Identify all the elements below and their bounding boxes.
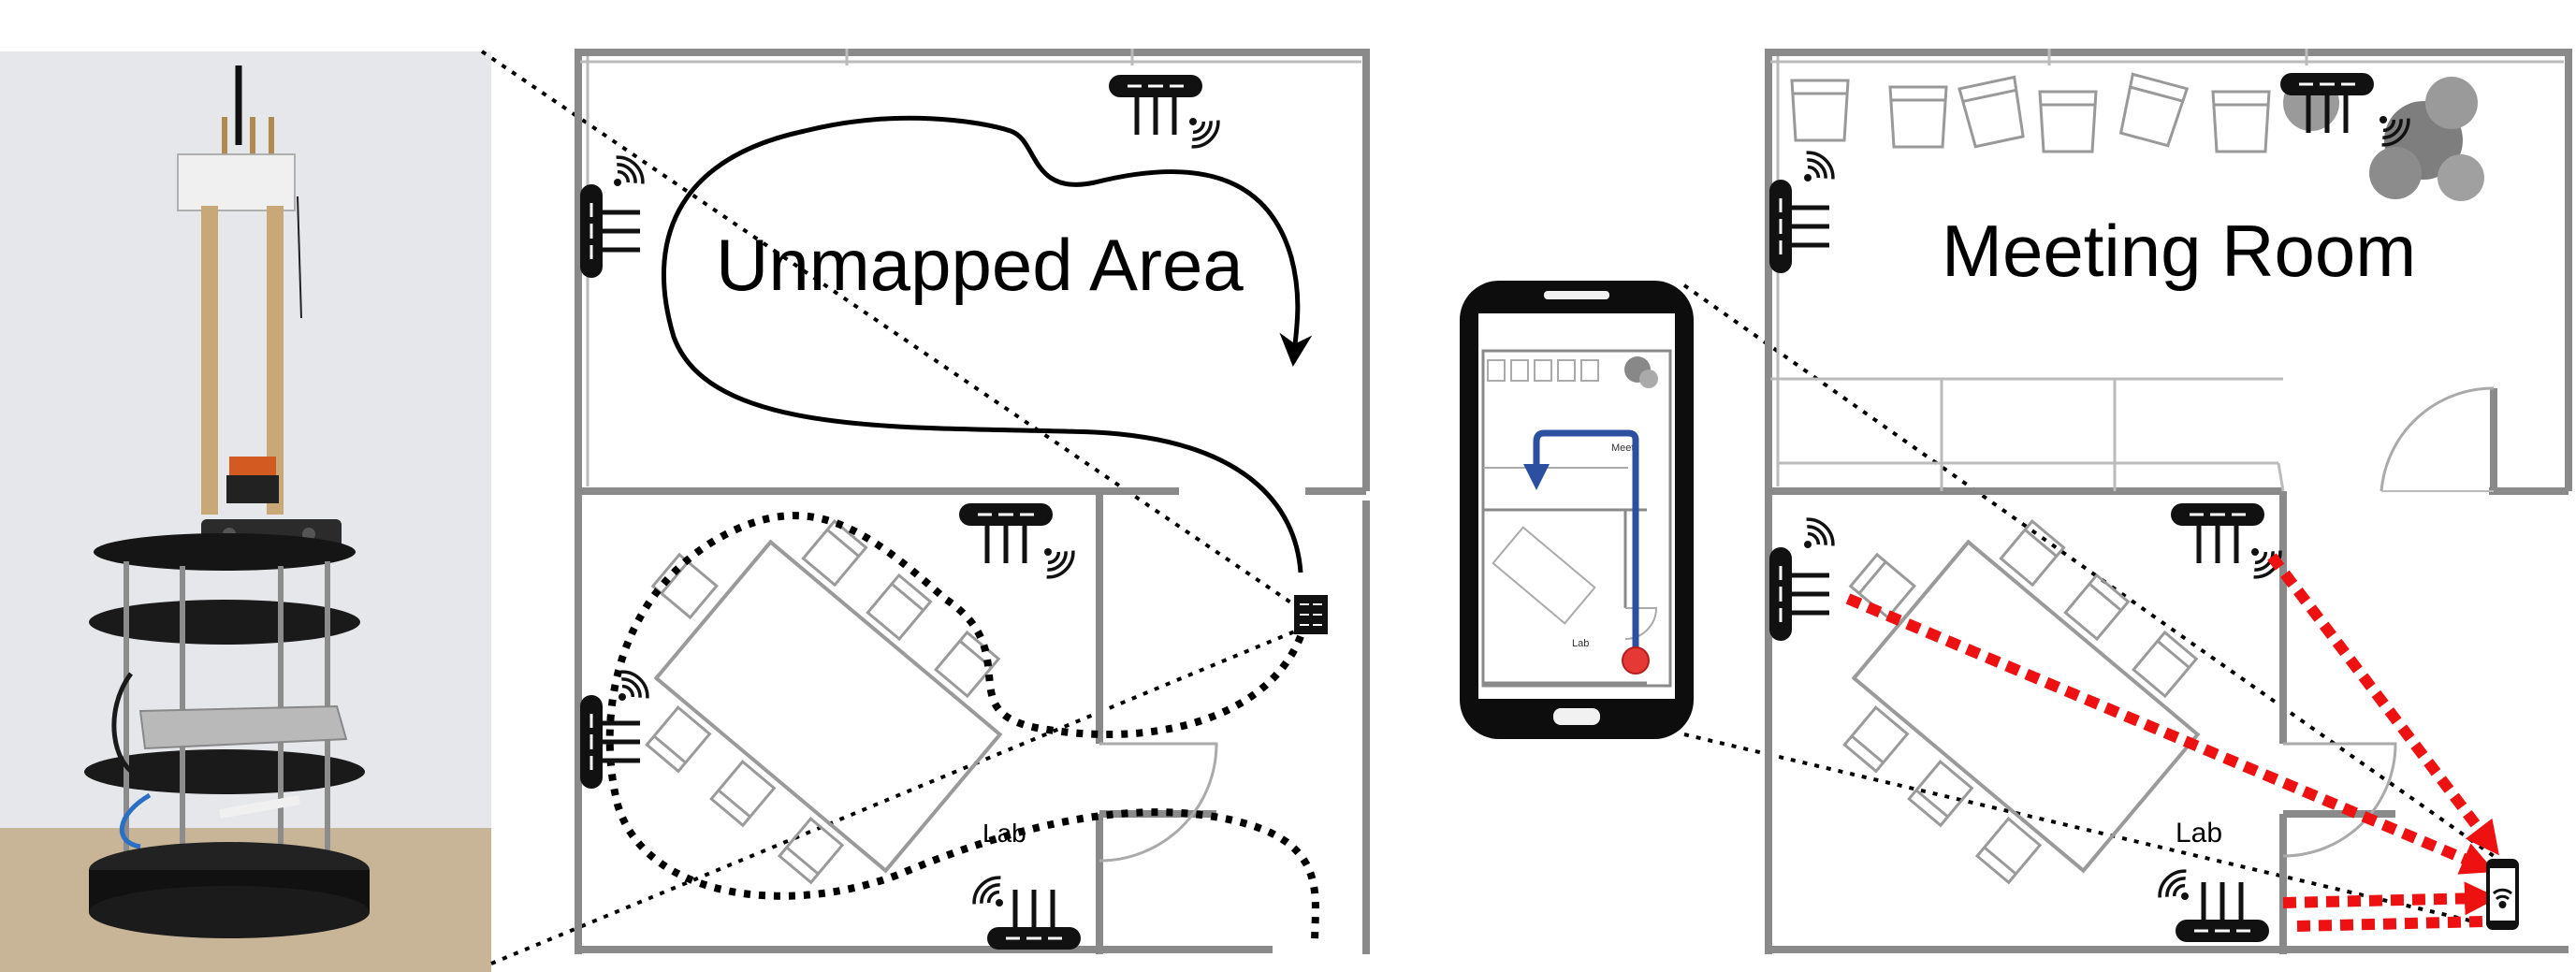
wifi-router-icon (1769, 145, 1841, 273)
wifi-router-icon (1109, 75, 1226, 154)
smartphone-icon: Meeti Lab (1460, 281, 1694, 739)
wifi-router-icon (2152, 863, 2269, 942)
wifi-signal-icon (2492, 888, 2513, 908)
wifi-router-icon (1769, 512, 1841, 641)
phone-lab-label: Lab (1572, 638, 1589, 649)
meeting-chairs (1790, 72, 2271, 153)
wifi-router-icon (967, 870, 1081, 950)
robot-marker (1294, 595, 1328, 634)
signal-rays (1845, 553, 2499, 932)
receiver-phone-icon (2486, 859, 2519, 930)
wifi-router-icon (959, 503, 1081, 585)
wifi-router-icon (2171, 503, 2288, 585)
phone-zoom-lines (1682, 283, 2496, 928)
robot-photo (0, 51, 491, 972)
lab-label-right: Lab (2176, 818, 2222, 849)
phone-meeting-label: Meeti (1611, 442, 1637, 454)
left-floor-plan: Lab (575, 49, 1370, 954)
meeting-room-label: Meeting Room (1942, 210, 2416, 292)
right-floor-plan: Lab (1765, 49, 2572, 954)
photo-zoom-lines (480, 50, 1315, 965)
unmapped-area-label: Unmapped Area (716, 224, 1244, 306)
phone-location-marker (1622, 646, 1650, 675)
wifi-router-icon (580, 664, 655, 789)
wifi-router-icon (580, 150, 650, 278)
